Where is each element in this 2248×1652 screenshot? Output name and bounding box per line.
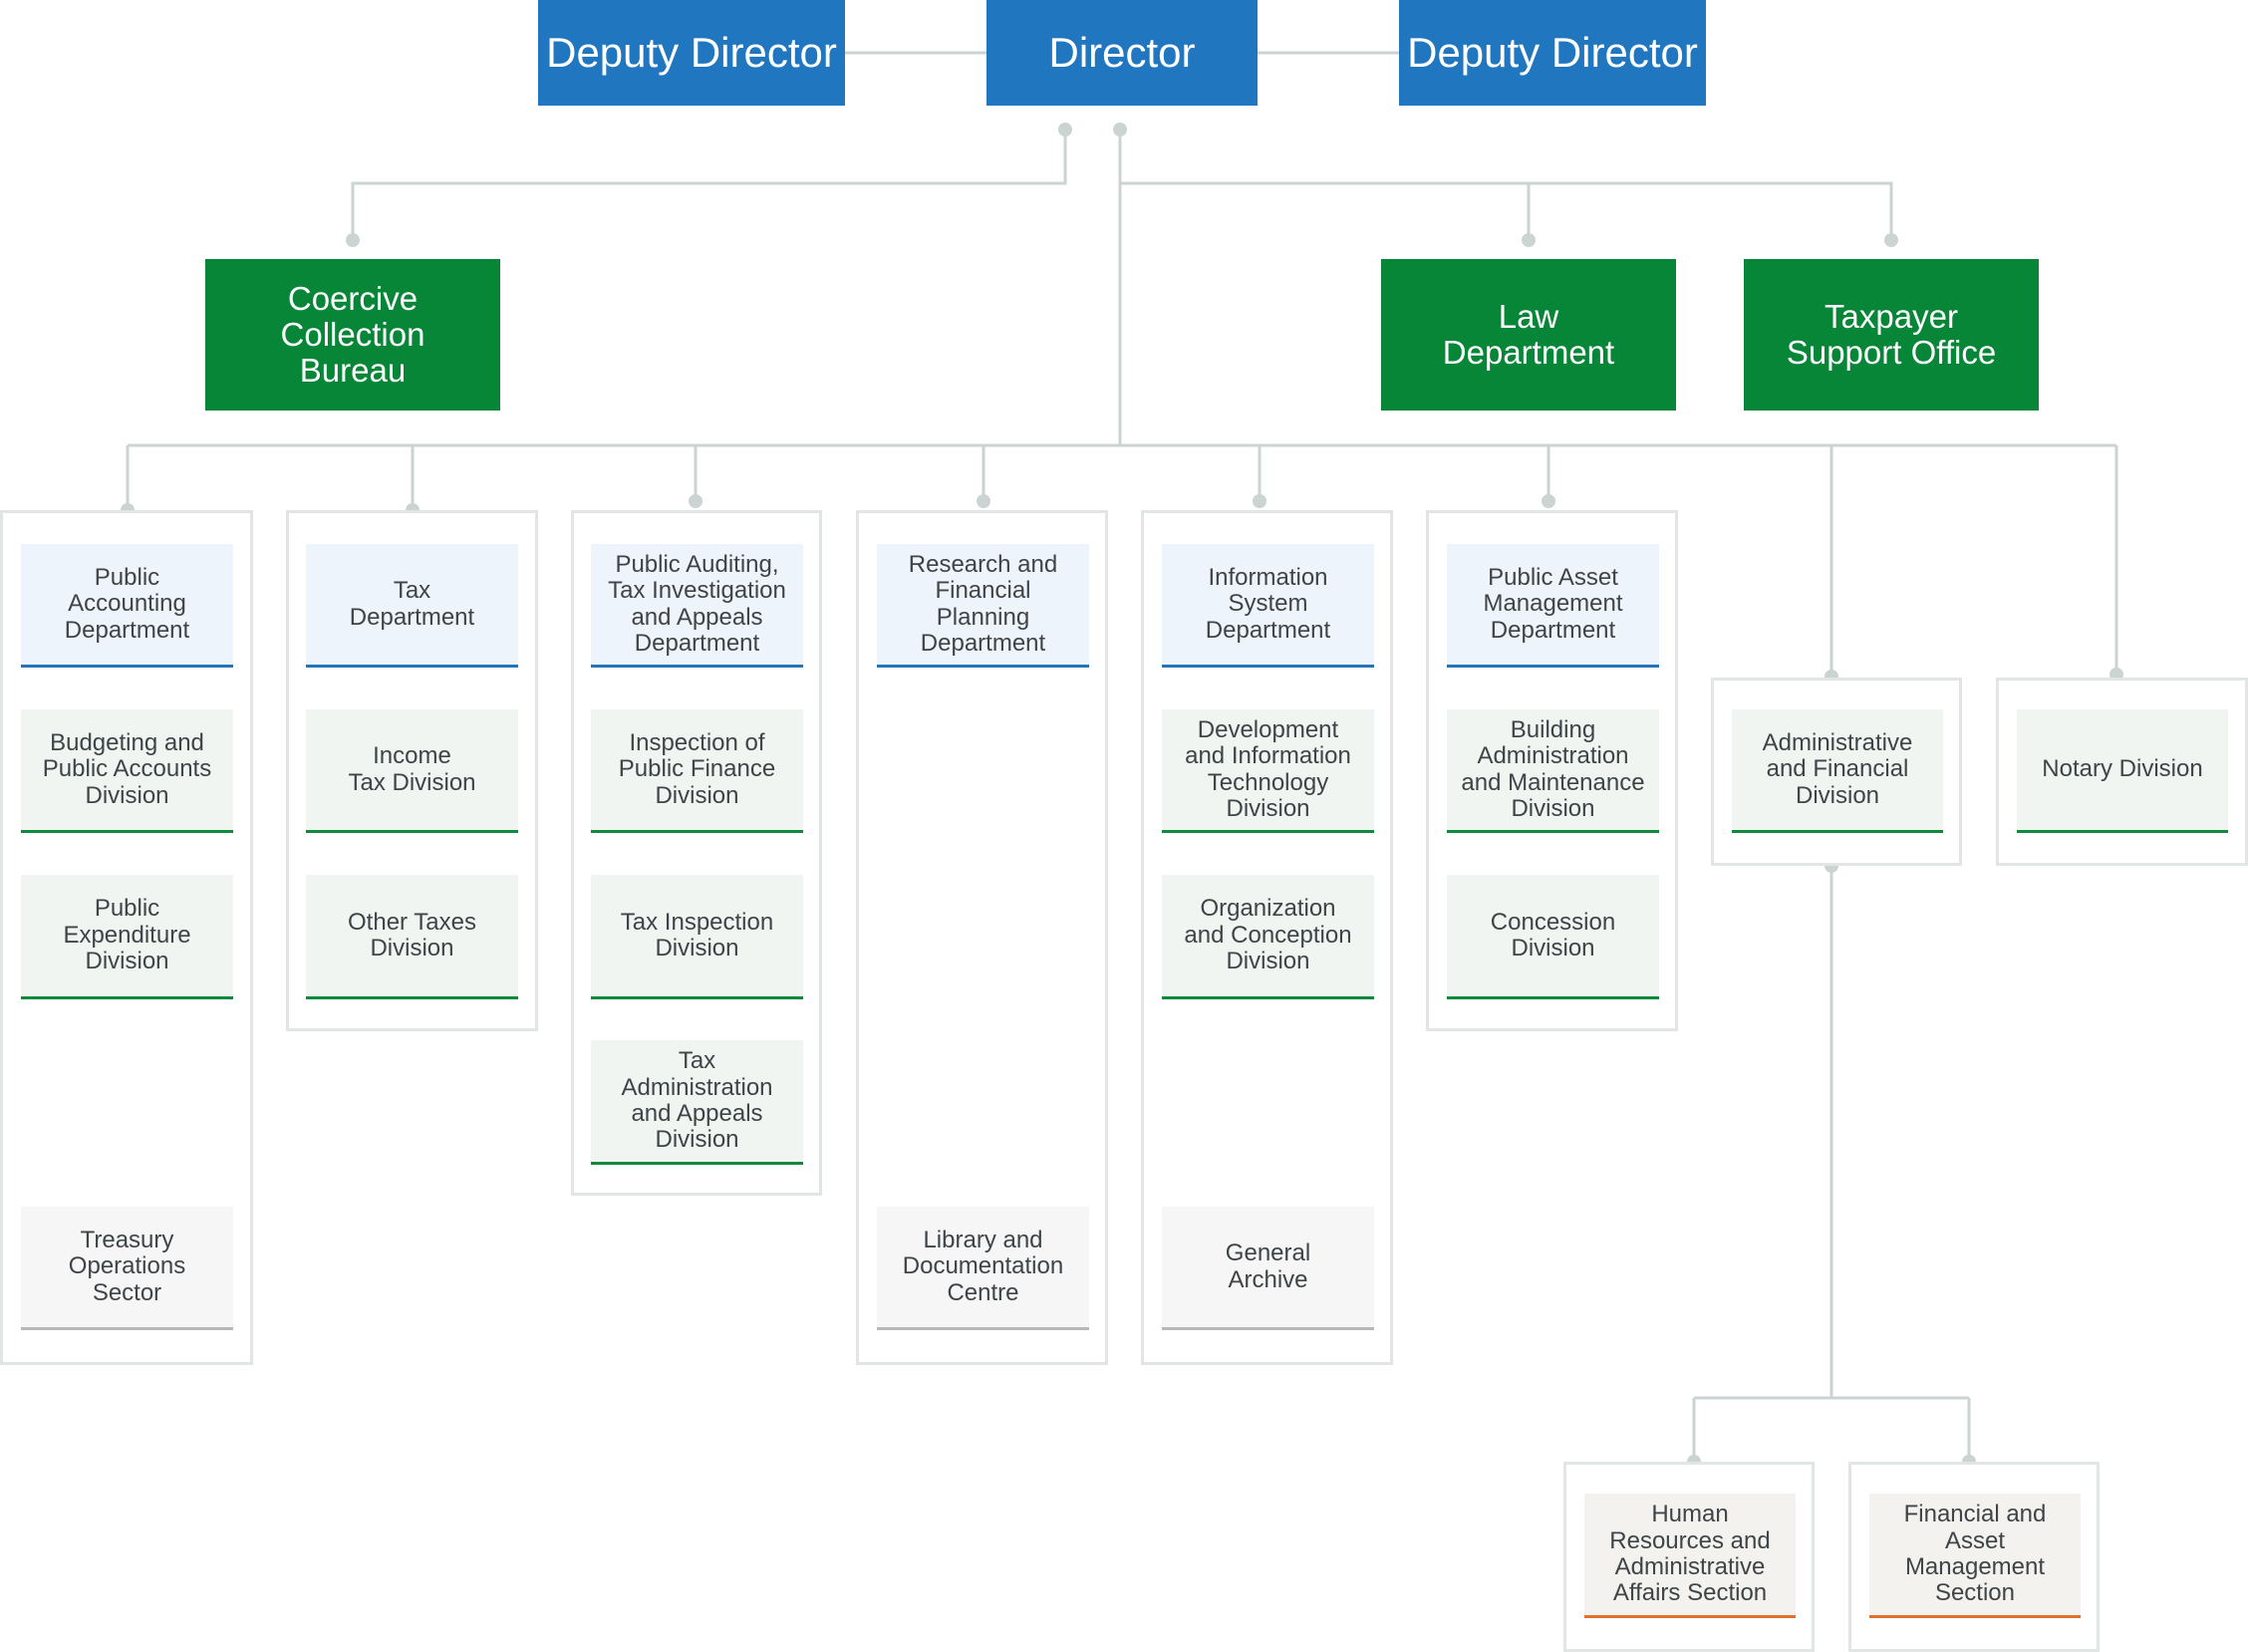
card-label: Public Asset Management Department	[1483, 563, 1623, 644]
card-label: Research and Financial Planning Departme…	[908, 550, 1058, 657]
card-label: Budgeting and Public Accounts Division	[42, 728, 212, 809]
deputy-director-right[interactable]: Deputy Director	[1399, 0, 1706, 106]
tax-department[interactable]: Tax Department	[306, 544, 518, 668]
taxpayer-support-office[interactable]: Taxpayer Support Office	[1744, 259, 2039, 411]
research-financial-planning-department[interactable]: Research and Financial Planning Departme…	[877, 544, 1089, 668]
law-department-label: Law Department	[1442, 297, 1615, 371]
card-label: Concession Division	[1490, 908, 1616, 962]
general-archive[interactable]: General Archive	[1162, 1207, 1374, 1330]
card-label: Administrative and Financial Division	[1762, 728, 1913, 809]
coercive-collection-bureau[interactable]: Coercive Collection Bureau	[205, 259, 500, 411]
administrative-financial-division[interactable]: Administrative and Financial Division	[1732, 709, 1943, 833]
building-administration-maintenance-division[interactable]: Building Administration and Maintenance …	[1447, 709, 1659, 833]
card-label: Notary Division	[2042, 755, 2203, 783]
card-label: Building Administration and Maintenance …	[1461, 715, 1645, 822]
card-label: Inspection of Public Finance Division	[618, 728, 776, 809]
deputy-director-left[interactable]: Deputy Director	[538, 0, 845, 106]
public-auditing-department[interactable]: Public Auditing, Tax Investigation and A…	[591, 544, 803, 668]
deputy-director-right-label: Deputy Director	[1407, 28, 1698, 76]
card-label: Public Auditing, Tax Investigation and A…	[608, 550, 786, 657]
information-system-department[interactable]: Information System Department	[1162, 544, 1374, 668]
card-label: Other Taxes Division	[348, 908, 476, 962]
card-label: Human Resources and Administrative Affai…	[1609, 1501, 1771, 1607]
taxpayer-support-office-label: Taxpayer Support Office	[1786, 297, 1997, 371]
income-tax-division[interactable]: Income Tax Division	[306, 709, 518, 833]
financial-asset-management-section[interactable]: Financial and Asset Management Section	[1869, 1494, 2081, 1618]
card-label: Development and Information Technology D…	[1185, 715, 1351, 822]
card-label: Income Tax Division	[348, 742, 476, 796]
card-label: Treasury Operations Sector	[68, 1226, 186, 1306]
organization-conception-division[interactable]: Organization and Conception Division	[1162, 875, 1374, 999]
concession-division[interactable]: Concession Division	[1447, 875, 1659, 999]
public-asset-management-department[interactable]: Public Asset Management Department	[1447, 544, 1659, 668]
public-expenditure-division[interactable]: Public Expenditure Division	[21, 875, 233, 999]
card-label: Information System Department	[1205, 563, 1331, 644]
card-label: Library and Documentation Centre	[902, 1226, 1064, 1306]
budgeting-public-accounts-division[interactable]: Budgeting and Public Accounts Division	[21, 709, 233, 833]
law-department[interactable]: Law Department	[1381, 259, 1676, 411]
tax-administration-appeals-division[interactable]: Tax Administration and Appeals Division	[591, 1040, 803, 1165]
library-documentation-centre[interactable]: Library and Documentation Centre	[877, 1207, 1089, 1330]
card-label: Organization and Conception Division	[1184, 895, 1352, 975]
development-it-division[interactable]: Development and Information Technology D…	[1162, 709, 1374, 833]
card-label: Tax Department	[349, 577, 475, 631]
card-label: Public Accounting Department	[64, 563, 190, 644]
other-taxes-division[interactable]: Other Taxes Division	[306, 875, 518, 999]
tax-inspection-division[interactable]: Tax Inspection Division	[591, 875, 803, 999]
human-resources-section[interactable]: Human Resources and Administrative Affai…	[1584, 1494, 1796, 1618]
card-label: Tax Administration and Appeals Division	[621, 1047, 773, 1154]
card-label: Public Expenditure Division	[63, 895, 191, 975]
notary-division[interactable]: Notary Division	[2017, 709, 2228, 833]
director[interactable]: Director	[986, 0, 1258, 106]
director-label: Director	[1048, 28, 1196, 76]
deputy-director-left-label: Deputy Director	[546, 28, 837, 76]
card-label: Tax Inspection Division	[620, 908, 774, 962]
treasury-operations-sector[interactable]: Treasury Operations Sector	[21, 1207, 233, 1330]
card-label: Financial and Asset Management Section	[1903, 1501, 2047, 1607]
inspection-public-finance-division[interactable]: Inspection of Public Finance Division	[591, 709, 803, 833]
card-label: General Archive	[1225, 1239, 1311, 1293]
coercive-collection-bureau-label: Coercive Collection Bureau	[280, 279, 425, 390]
public-accounting-department[interactable]: Public Accounting Department	[21, 544, 233, 668]
